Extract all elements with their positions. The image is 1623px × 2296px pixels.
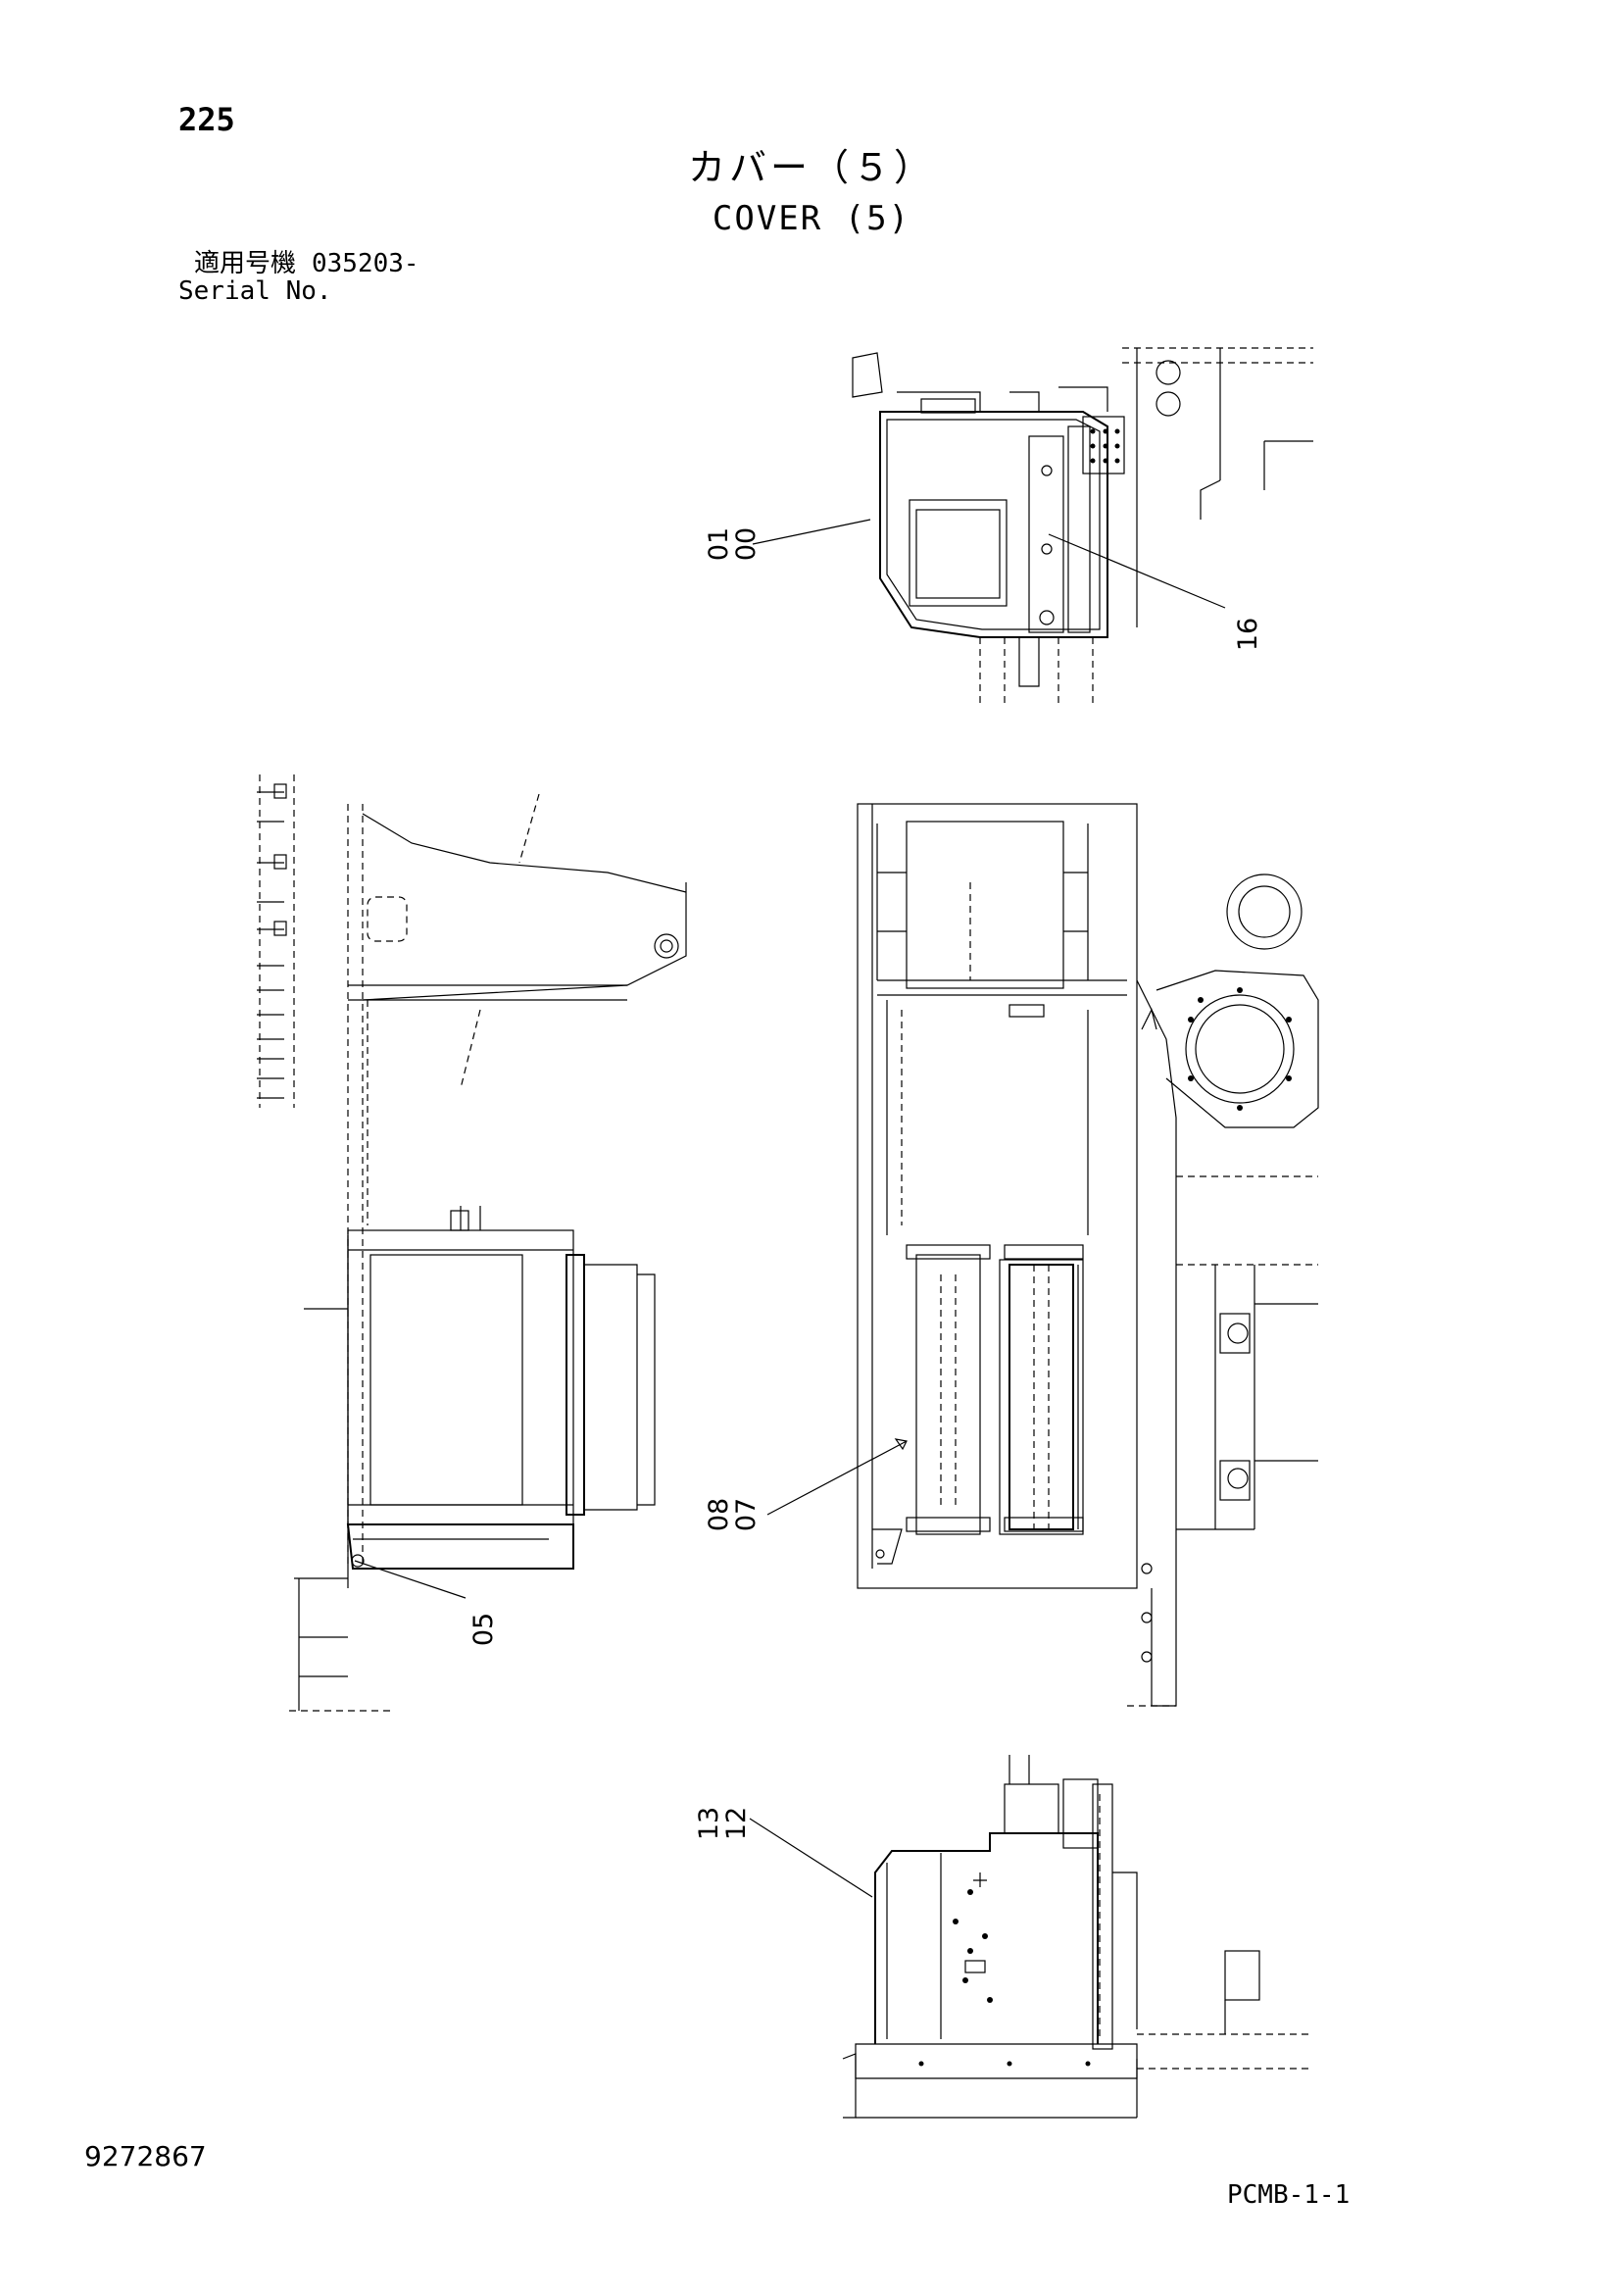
- page-title-japanese: カバー（５）: [687, 146, 935, 189]
- callout-bottom-view-line-1: 13: [694, 1807, 724, 1840]
- page-title-english: COVER (5): [712, 199, 911, 238]
- callout-top-view-line-2: 00: [731, 527, 762, 561]
- callout-top-view-line-1: 01: [704, 527, 734, 561]
- callout-top-view-right-line-1: 16: [1233, 618, 1263, 651]
- serial-label-english: Serial No.: [178, 276, 332, 306]
- callout-left-view: 05: [468, 1613, 499, 1646]
- callout-middle-view: 08 07: [704, 1498, 762, 1531]
- sheet-code: PCMB-1-1: [1227, 2180, 1351, 2210]
- callout-bottom-view: 13 12: [694, 1807, 752, 1840]
- left-view-drawing: [257, 774, 687, 1712]
- callout-leaders: [354, 519, 1226, 1898]
- callout-middle-view-line-1: 08: [704, 1498, 734, 1531]
- callout-top-view: 01 00: [704, 527, 762, 561]
- callout-left-view-line-1: 05: [468, 1613, 499, 1646]
- serial-label-japanese: 適用号機: [194, 249, 297, 278]
- callout-bottom-view-line-2: 12: [721, 1807, 752, 1840]
- page-number: 225: [178, 101, 235, 138]
- callout-top-view-right: 16: [1233, 618, 1263, 651]
- top-view-drawing: [852, 347, 1313, 706]
- serial-number-value: 035203-: [312, 249, 419, 278]
- document-id: 9272867: [84, 2140, 207, 2172]
- callout-middle-view-line-2: 07: [731, 1498, 762, 1531]
- bottom-view-drawing: [842, 1755, 1313, 2119]
- middle-view-drawing: [857, 803, 1319, 1707]
